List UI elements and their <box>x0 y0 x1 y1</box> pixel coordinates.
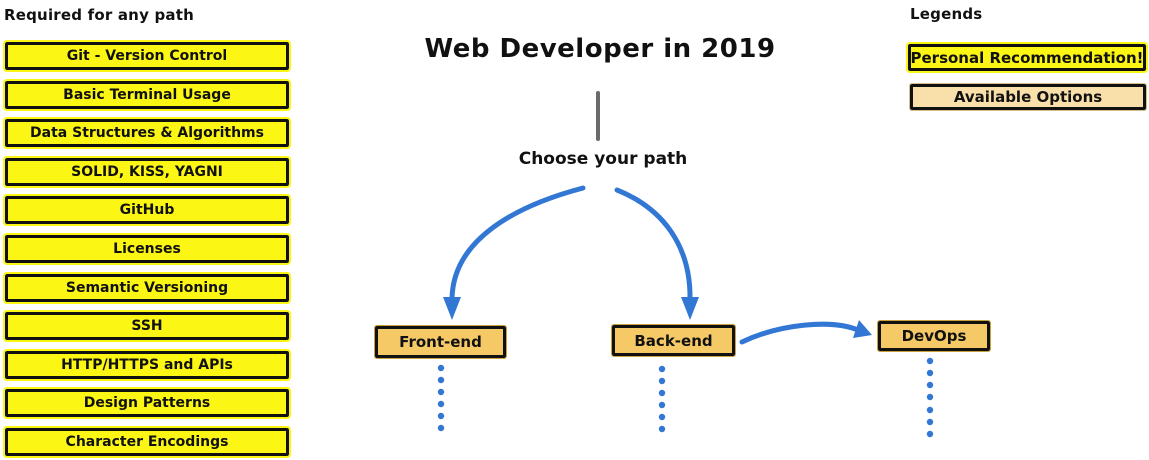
path-node-frontend: Front-end <box>374 325 507 359</box>
required-item-http: HTTP/HTTPS and APIs <box>3 348 291 381</box>
required-item-licenses: Licenses <box>3 232 291 265</box>
backend-continuation-dots <box>658 365 666 433</box>
arrow-to-backend <box>614 187 693 303</box>
arrowhead-frontend <box>443 297 461 320</box>
arrowhead-devops <box>853 320 872 338</box>
legend-available-options: Available Options <box>909 83 1147 111</box>
required-item-solid: SOLID, KISS, YAGNI <box>3 155 291 188</box>
choose-path-label: Choose your path <box>518 149 688 169</box>
legend-personal-recommendation: Personal Recommendation! <box>906 42 1148 73</box>
devops-continuation-dots <box>926 357 934 438</box>
frontend-continuation-dots <box>437 364 445 432</box>
required-items-list: Git - Version Control Basic Terminal Usa… <box>3 40 291 458</box>
page-title: Web Developer in 2019 <box>424 34 776 64</box>
required-item-data-structures: Data Structures & Algorithms <box>3 117 291 150</box>
required-path-header: Required for any path <box>4 6 194 24</box>
required-item-git: Git - Version Control <box>3 40 291 72</box>
arrowhead-backend <box>681 297 699 320</box>
required-item-semver: Semantic Versioning <box>3 271 291 304</box>
required-item-encodings: Character Encodings <box>3 425 291 458</box>
required-item-terminal: Basic Terminal Usage <box>3 78 291 111</box>
required-item-ssh: SSH <box>3 310 291 343</box>
required-item-design-patterns: Design Patterns <box>3 387 291 420</box>
path-node-backend: Back-end <box>611 324 736 357</box>
path-node-devops: DevOps <box>877 320 991 352</box>
arrow-to-devops <box>739 321 861 345</box>
legend-header: Legends <box>910 5 983 23</box>
required-item-github: GitHub <box>3 194 291 227</box>
arrow-to-frontend <box>449 185 586 303</box>
